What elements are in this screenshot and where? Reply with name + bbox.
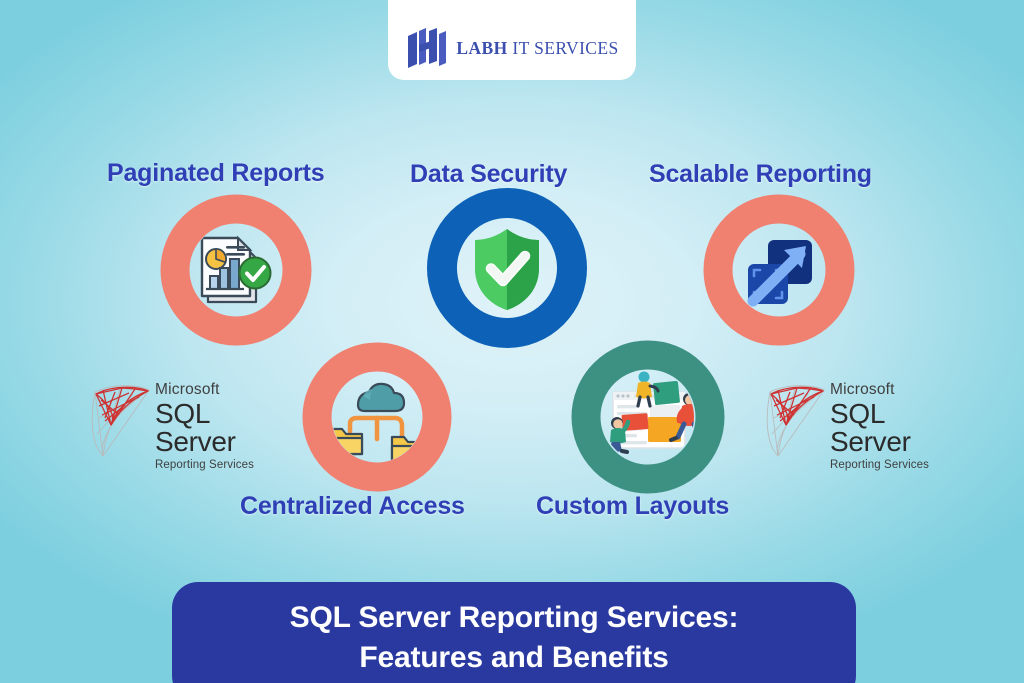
- brand-logo-text: LABH IT SERVICES: [456, 38, 618, 59]
- sql-logo-vendor: Microsoft: [155, 381, 220, 398]
- feature-ring-scalable-reporting: [703, 194, 855, 346]
- sql-logo-product: SQL Server: [155, 397, 236, 457]
- sql-logo-edition: Reporting Services: [830, 458, 929, 471]
- feature-ring-data-security: [427, 188, 587, 348]
- sql-logo-edition: Reporting Services: [155, 458, 254, 471]
- feature-label-data-security: Data Security: [410, 160, 568, 188]
- shield-check-icon: [475, 229, 539, 310]
- people-arranging-layout-icon: [602, 371, 694, 454]
- banner-title-line-2: Features and Benefits: [359, 640, 669, 674]
- brand-logo-card: LABH IT SERVICES: [388, 0, 636, 80]
- brand-name-bold: LABH: [456, 37, 508, 58]
- sql-logo-vendor: Microsoft: [830, 381, 895, 398]
- brand-name-regular: IT SERVICES: [507, 37, 619, 58]
- sql-server-logo-left: Microsoft SQL Server Reporting Services: [85, 376, 275, 470]
- sql-server-mesh-icon: [91, 385, 150, 457]
- feature-label-custom-layouts: Custom Layouts: [536, 492, 730, 520]
- feature-ring-centralized-access: [302, 342, 452, 492]
- report-document-chart-check-icon: [200, 235, 272, 304]
- sql-server-mesh-icon: [766, 385, 825, 457]
- sql-logo-product: SQL Server: [830, 397, 911, 457]
- feature-label-centralized-access: Centralized Access: [240, 492, 465, 520]
- title-banner: SQL Server Reporting Services: Features …: [172, 582, 856, 683]
- labh-h-monogram-icon: [408, 28, 447, 68]
- sql-server-logo-right: Microsoft SQL Server Reporting Services: [760, 376, 950, 470]
- feature-ring-paginated-reports: [160, 194, 312, 346]
- feature-ring-custom-layouts: [571, 340, 725, 494]
- expand-arrow-squares-icon: [747, 240, 812, 307]
- feature-label-paginated-reports: Paginated Reports: [107, 159, 325, 187]
- banner-title-line-1: SQL Server Reporting Services:: [289, 601, 739, 634]
- feature-chain-diagram: [160, 188, 855, 494]
- feature-label-scalable-reporting: Scalable Reporting: [649, 160, 872, 188]
